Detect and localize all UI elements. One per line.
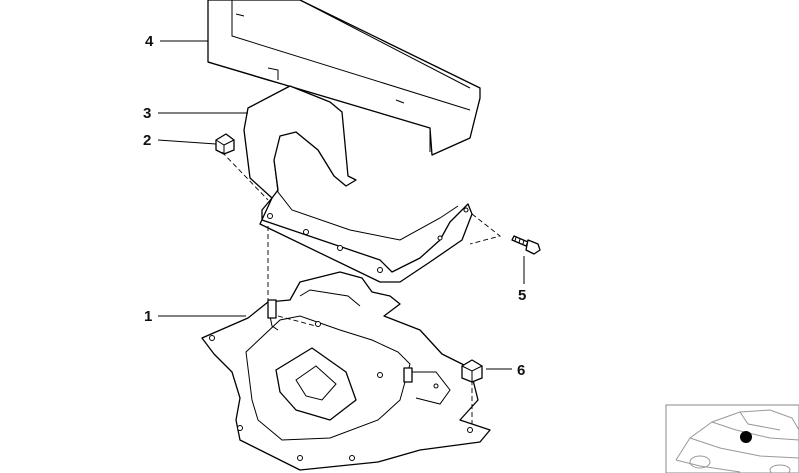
part-1-base-carrier[interactable] [201, 271, 491, 471]
assembly-guide-lines [221, 151, 501, 424]
callout-1: 1 [144, 308, 152, 325]
part-3-support-bracket[interactable] [243, 85, 473, 283]
callout-3: 3 [143, 105, 151, 122]
location-marker-icon [740, 431, 752, 443]
callout-6: 6 [517, 362, 525, 379]
vehicle-location-inset [665, 404, 799, 473]
callout-labels: 4 3 2 1 5 6 [143, 33, 526, 379]
leader-lines [157, 40, 525, 370]
callout-5: 5 [518, 287, 526, 304]
callout-4: 4 [145, 33, 154, 50]
part-6-nut[interactable] [461, 359, 483, 383]
callout-2: 2 [143, 132, 151, 149]
part-2-nut[interactable] [215, 133, 235, 155]
part-5-screw[interactable] [511, 235, 541, 255]
car-outline-icon [675, 409, 799, 473]
part-4-storage-tray[interactable] [207, 0, 481, 156]
